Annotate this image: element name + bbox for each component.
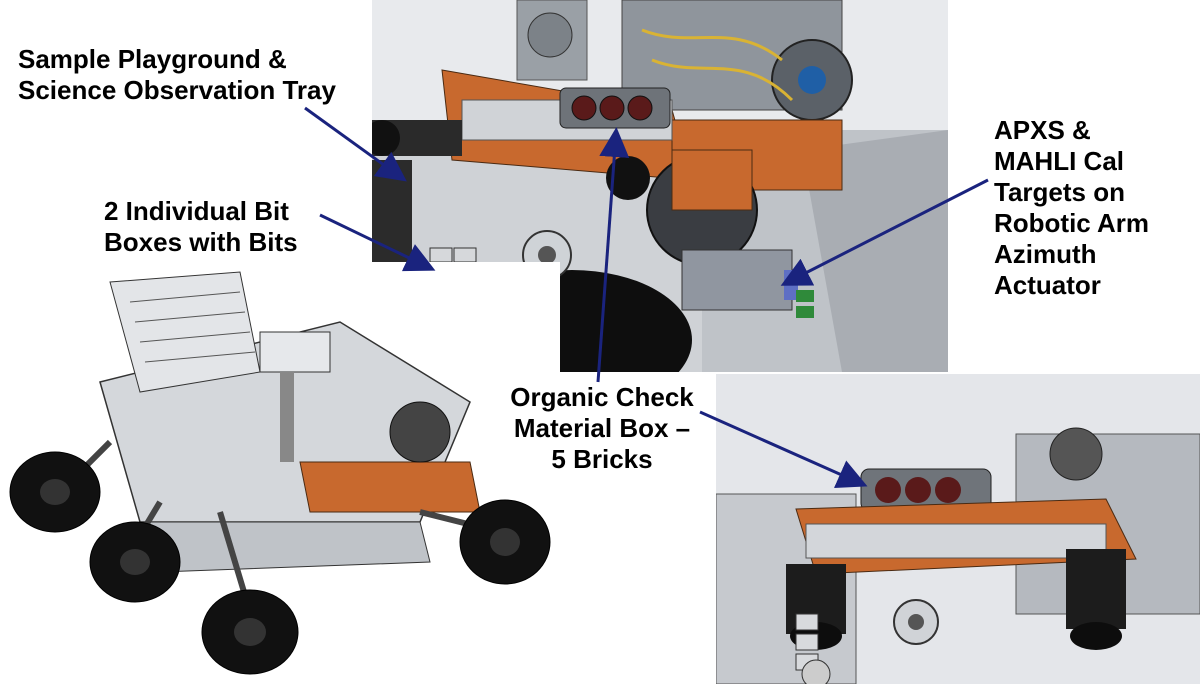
label-line: Organic Check	[510, 382, 694, 412]
label-sample-tray: Sample Playground & Science Observation …	[18, 44, 336, 106]
label-line: 5 Bricks	[551, 444, 653, 474]
turret-closeup-image	[372, 0, 948, 372]
label-line: Sample Playground &	[18, 44, 287, 74]
arrow-bit-boxes	[319, 213, 436, 272]
label-line: MAHLI Cal	[994, 146, 1124, 176]
label-line: APXS &	[994, 115, 1091, 145]
arrow-organic-top	[596, 127, 630, 383]
label-line: Robotic Arm	[994, 208, 1150, 238]
label-line: Boxes with Bits	[104, 227, 298, 257]
label-line: Azimuth	[994, 239, 1097, 269]
label-line: Actuator	[994, 270, 1101, 300]
arrow-sample-tray	[304, 106, 407, 182]
arrow-apxs	[780, 178, 989, 286]
arrow-organic-detail	[699, 410, 868, 488]
label-organic-check: Organic Check Material Box – 5 Bricks	[492, 382, 712, 475]
turret-detail-image	[716, 374, 1200, 684]
label-line: Science Observation Tray	[18, 75, 336, 105]
label-line: Material Box –	[513, 413, 691, 443]
label-apxs-mahli: APXS & MAHLI Cal Targets on Robotic Arm …	[994, 115, 1149, 301]
label-line: 2 Individual Bit	[104, 196, 289, 226]
rover-full-image	[0, 262, 560, 684]
label-line: Targets on	[994, 177, 1125, 207]
label-bit-boxes: 2 Individual Bit Boxes with Bits	[104, 196, 298, 258]
